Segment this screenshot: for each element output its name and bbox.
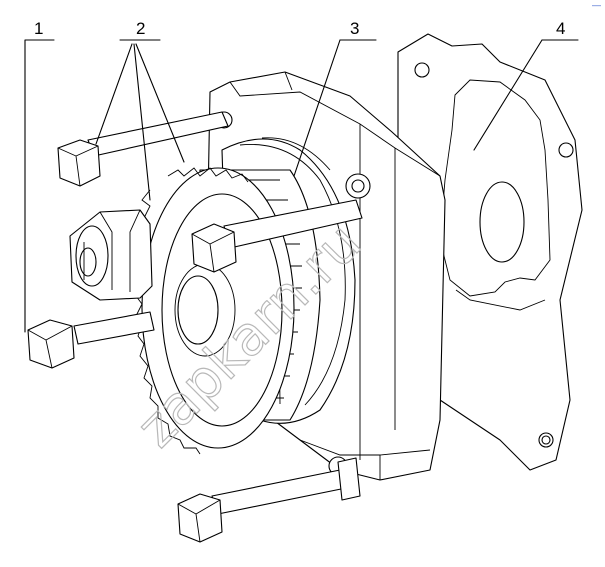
callout-3: 3 <box>350 19 359 38</box>
gasket-part-4 <box>397 33 583 471</box>
bolt-bottom-left <box>27 311 155 369</box>
callout-leaders <box>24 39 579 333</box>
callout-1: 1 <box>34 19 43 38</box>
corner-mark: — <box>592 0 601 10</box>
callout-4: 4 <box>556 19 565 38</box>
bolt-top-left <box>57 111 229 187</box>
bolt-middle <box>191 199 363 273</box>
callout-2: 2 <box>136 19 145 38</box>
bolt-bottom <box>177 457 361 543</box>
shaft-nut <box>69 209 153 301</box>
